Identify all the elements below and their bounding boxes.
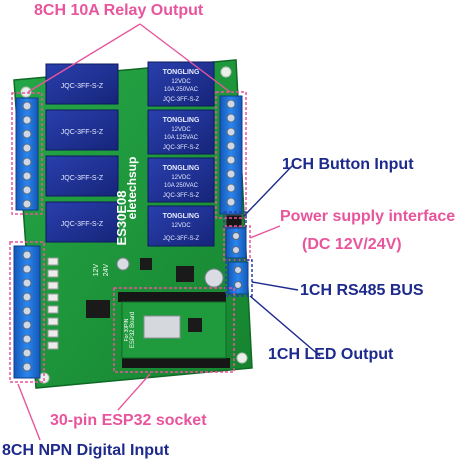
label-esp32-socket: 30-pin ESP32 socket bbox=[50, 412, 207, 429]
relay-coil-text: 12VDC bbox=[171, 223, 191, 229]
relay-left-3: JQC-3FF-S-Z bbox=[45, 155, 119, 197]
board-12v-text: 12V bbox=[93, 263, 100, 276]
relay-right-4: TONGLING 12VDC JQC-3FF-S-Z bbox=[147, 205, 215, 247]
relay-part-text: JQC-3FF-S-Z bbox=[163, 145, 200, 151]
relay-left-2: JQC-3FF-S-Z bbox=[45, 109, 119, 151]
label-power-voltage: (DC 12V/24V) bbox=[302, 236, 402, 253]
relay-brand-text: TONGLING bbox=[163, 69, 200, 76]
relay-brand-text: TONGLING bbox=[163, 117, 200, 124]
board-model-text: ES30E08 bbox=[114, 191, 129, 246]
esp32-header-top bbox=[118, 292, 226, 302]
relay-part-text: JQC-3FF-S-Z bbox=[61, 129, 104, 136]
esp32-title-text: ESP32 Board bbox=[130, 312, 136, 348]
ic-chip bbox=[86, 300, 110, 318]
relay-brand-text: TONGLING bbox=[163, 213, 200, 220]
relay-part-text: JQC-3FF-S-Z bbox=[61, 175, 104, 182]
label-power-supply: Power supply interface bbox=[280, 208, 456, 225]
relay-part-text: JQC-3FF-S-Z bbox=[163, 236, 200, 242]
mounting-hole bbox=[20, 86, 32, 98]
pointer-lines bbox=[17, 23, 321, 441]
esp32-header-bottom bbox=[122, 358, 230, 368]
relay-left-1: JQC-3FF-S-Z bbox=[45, 63, 119, 105]
relay-part-text: JQC-3FF-S-Z bbox=[163, 97, 200, 103]
relay-part-text: JQC-3FF-S-Z bbox=[61, 83, 104, 90]
board-brand-text: eletechsup bbox=[125, 157, 139, 220]
relay-rating-text: 10A 250VAC bbox=[164, 183, 199, 189]
label-relay-output: 8CH 10A Relay Output bbox=[34, 2, 204, 19]
label-rs485: 1CH RS485 BUS bbox=[300, 282, 424, 299]
optocoupler-row bbox=[47, 257, 59, 350]
label-npn-input: 8CH NPN Digital Input bbox=[2, 442, 170, 459]
relay-terminal-right bbox=[219, 95, 243, 215]
ic-chip bbox=[140, 258, 152, 270]
relay-left-4: JQC-3FF-S-Z bbox=[45, 201, 119, 243]
relay-right-2: TONGLING 12VDC 10A 125VAC JQC-3FF-S-Z bbox=[147, 109, 215, 155]
relay-rating-text: 10A 125VAC bbox=[164, 135, 199, 141]
relay-rating-text: 10A 250VAC bbox=[164, 87, 199, 93]
npn-input-terminal bbox=[13, 245, 41, 379]
relay-coil-text: 12VDC bbox=[171, 127, 191, 133]
relay-coil-text: 12VDC bbox=[171, 175, 191, 181]
mounting-hole bbox=[220, 66, 232, 78]
esp32-sub-text: For 30PIN bbox=[124, 318, 130, 341]
relay-part-text: JQC-3FF-S-Z bbox=[61, 221, 104, 228]
capacitor bbox=[116, 257, 130, 271]
button-header bbox=[225, 214, 243, 228]
highlight-boxes bbox=[9, 91, 253, 383]
relay-coil-text: 12VDC bbox=[171, 79, 191, 85]
relay-right-1: TONGLING 12VDC 10A 250VAC JQC-3FF-S-Z bbox=[147, 61, 215, 107]
label-button-input: 1CH Button Input bbox=[282, 156, 414, 173]
board-24v-text: 24V bbox=[103, 263, 110, 276]
power-terminal bbox=[225, 227, 247, 259]
capacitor bbox=[204, 268, 224, 288]
relay-brand-text: TONGLING bbox=[163, 165, 200, 172]
mounting-hole bbox=[236, 352, 248, 364]
relay-right-3: TONGLING 12VDC 10A 250VAC JQC-3FF-S-Z bbox=[147, 157, 215, 203]
relay-part-text: JQC-3FF-S-Z bbox=[163, 193, 200, 199]
ic-chip bbox=[176, 266, 194, 282]
rs485-terminal bbox=[227, 261, 249, 295]
esp32-carrier-board: ESP32 Board For 30PIN bbox=[121, 301, 227, 359]
relay-terminal-left bbox=[15, 97, 39, 211]
label-led-output: 1CH LED Output bbox=[268, 346, 394, 363]
